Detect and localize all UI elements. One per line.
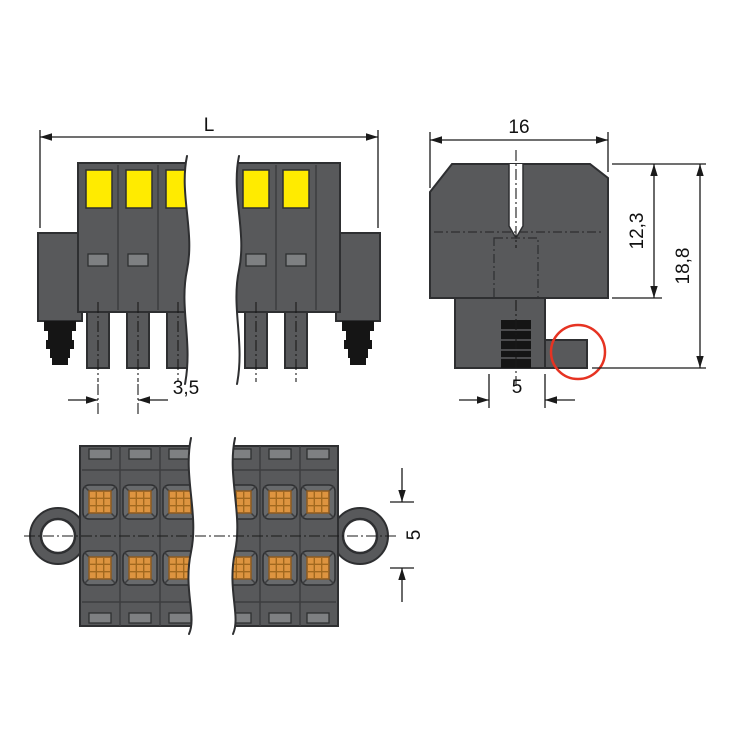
dim-label-pole-pitch: 3,5: [173, 378, 199, 399]
edge-slots: [88, 448, 330, 624]
mounting-ear-right: [331, 507, 389, 565]
dim-label-height-total: 18,8: [673, 248, 694, 285]
dimension-width: 16: [429, 117, 609, 188]
push-buttons: [85, 169, 310, 209]
front-view: L 3,5: [37, 115, 381, 414]
dim-label-pin-spacing: 5: [512, 377, 523, 398]
dimension-height-upper: 12,3: [612, 163, 706, 299]
dimension-row-spacing: 5: [390, 468, 425, 602]
red-highlight-circle: [549, 323, 607, 381]
latch-windows: [87, 253, 307, 267]
dimension-pole-pitch: 3,5: [68, 378, 199, 414]
dimension-height-total: 18,8: [592, 164, 706, 369]
dimension-total-length: L: [39, 115, 379, 228]
mounting-stud-left: [44, 321, 76, 365]
side-view: 16 12,3 18,8 5: [429, 117, 706, 408]
break-line-bottom: [187, 437, 239, 635]
mounting-stud-right: [342, 321, 374, 365]
dim-label-width: 16: [508, 117, 529, 138]
dimension-pin-spacing: 5: [459, 374, 575, 408]
lower-body-side: [454, 297, 546, 369]
break-line-front: [183, 155, 243, 385]
bottom-view: 5: [24, 437, 425, 635]
flange-right: [335, 232, 381, 322]
dim-label-row-spacing: 5: [404, 530, 425, 541]
dim-label-height-upper: 12,3: [627, 213, 648, 250]
flange-left: [37, 232, 83, 322]
dim-label-length: L: [204, 115, 215, 136]
